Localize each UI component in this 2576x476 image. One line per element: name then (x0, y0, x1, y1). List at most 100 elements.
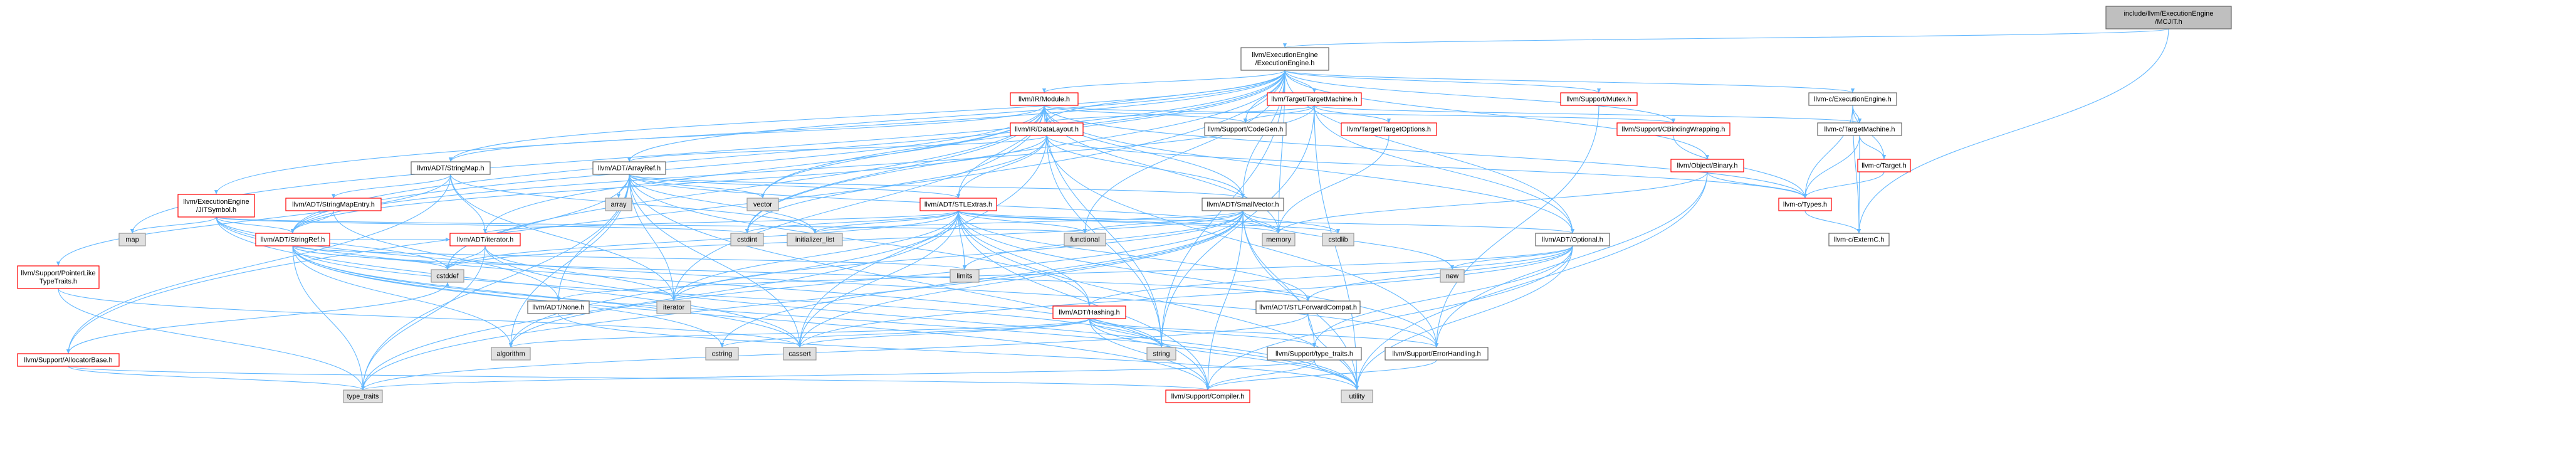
node-targetmachine[interactable]: llvm/Target/TargetMachine.h (1267, 92, 1362, 106)
node-stringmap[interactable]: llvm/ADT/StringMap.h (411, 161, 491, 175)
node-cstdlib: cstdlib (1322, 233, 1354, 246)
node-irmodule[interactable]: llvm/IR/Module.h (1010, 92, 1079, 106)
node-cee[interactable]: llvm-c/ExecutionEngine.h (1808, 92, 1897, 106)
node-box-none (527, 300, 590, 314)
node-utility: utility (1341, 389, 1373, 403)
node-ee[interactable]: llvm/ExecutionEngine/ExecutionEngine.h (1240, 47, 1329, 71)
node-hashing[interactable]: llvm/ADT/Hashing.h (1052, 305, 1126, 319)
node-arrayref[interactable]: llvm/ADT/ArrayRef.h (592, 161, 666, 175)
node-compiler[interactable]: llvm/Support/Compiler.h (1165, 389, 1250, 403)
edge-irmodule-to-smallvector (1044, 105, 1245, 199)
node-label-memory-0: memory (1266, 236, 1291, 244)
node-objbinary[interactable]: llvm/Object/Binary.h (1670, 159, 1744, 172)
node-errorhandling[interactable]: llvm/Support/ErrorHandling.h (1385, 347, 1489, 361)
node-box-hashing (1052, 305, 1126, 319)
node-stlextras[interactable]: llvm/ADT/STLExtras.h (919, 198, 997, 211)
node-cexternc[interactable]: llvm-c/ExternC.h (1828, 233, 1890, 246)
edge-smallvector-to-compiler (1205, 210, 1243, 391)
node-stringref[interactable]: llvm/ADT/StringRef.h (255, 233, 330, 246)
node-label-none-0: llvm/ADT/None.h (532, 304, 584, 312)
node-label-functional-0: functional (1070, 236, 1099, 244)
node-ctarget[interactable]: llvm-c/Target.h (1857, 159, 1911, 172)
node-label-codegen-0: llvm/Support/CodeGen.h (1208, 126, 1283, 134)
node-box-typetraitsh (1267, 347, 1362, 361)
node-targetoptions[interactable]: llvm/Target/TargetOptions.h (1341, 122, 1437, 136)
node-memory: memory (1262, 233, 1296, 246)
node-label-objbinary-0: llvm/Object/Binary.h (1677, 162, 1738, 170)
edge-irmodule-to-iterator (671, 105, 1045, 302)
node-label-ctargetmachine-0: llvm-c/TargetMachine.h (1824, 126, 1895, 134)
node-datalayout[interactable]: llvm/IR/DataLayout.h (1010, 122, 1084, 136)
node-jitsymbol[interactable]: llvm/ExecutionEngine/JITSymbol.h (177, 194, 255, 218)
edge-targetmachine-to-codegen (1243, 105, 1315, 124)
node-box-limits (950, 269, 980, 283)
node-stlfwd[interactable]: llvm/ADT/STLForwardCompat.h (1255, 300, 1361, 314)
node-mutex[interactable]: llvm/Support/Mutex.h (1560, 92, 1638, 106)
node-label-stringmap-0: llvm/ADT/StringMap.h (417, 165, 484, 172)
node-label-pointerlike-0: llvm/Support/PointerLike (21, 270, 95, 277)
node-typetraitsh[interactable]: llvm/Support/type_traits.h (1267, 347, 1362, 361)
node-label-errorhandling-0: llvm/Support/ErrorHandling.h (1392, 351, 1480, 358)
edge-root-to-cexternc (1856, 28, 2169, 234)
node-string: string (1146, 347, 1176, 361)
edge-ee-to-cee (1284, 70, 1855, 93)
edge-arrayref-to-none (556, 174, 630, 302)
node-optional[interactable]: llvm/ADT/Optional.h (1535, 233, 1610, 246)
edge-irmodule-to-codegen (1044, 105, 1247, 124)
node-box-ctypes (1778, 198, 1832, 211)
edge-stlextras-to-iterator (671, 210, 959, 302)
node-box-ctarget (1857, 159, 1911, 172)
node-ctypes[interactable]: llvm-c/Types.h (1778, 198, 1832, 211)
node-cstring: cstring (705, 347, 739, 361)
node-codegen[interactable]: llvm/Support/CodeGen.h (1204, 122, 1287, 136)
node-smallvector[interactable]: llvm/ADT/SmallVector.h (1202, 198, 1284, 211)
node-label-optional-0: llvm/ADT/Optional.h (1542, 236, 1603, 244)
edge-ee-to-targetmachine (1284, 70, 1317, 93)
node-label-initlist-0: initializer_list (795, 236, 834, 244)
node-label-ee-1: /ExecutionEngine.h (1255, 60, 1315, 67)
edge-optional-to-utility (1354, 245, 1573, 391)
edge-irmodule-to-cstdint (745, 105, 1045, 234)
edge-smallvector-to-cassert (797, 210, 1243, 348)
edge-allocbase-to-compiler (68, 366, 1210, 391)
edge-stringref-to-string (292, 245, 1163, 348)
node-box-arrayref (592, 161, 666, 175)
edge-targetoptions-to-memory (1276, 135, 1390, 234)
edge-stlextras-to-initlist (813, 210, 959, 234)
node-label-cstring-0: cstring (712, 351, 732, 358)
node-label-stringmapentry-0: llvm/ADT/StringMapEntry.h (292, 201, 375, 209)
edge-stlextras-to-iteratorh (483, 210, 959, 234)
edge-smallvector-to-cstring (720, 210, 1243, 348)
edge-irmodule-to-stringmap (449, 105, 1045, 162)
edge-hashing-to-errorhandling (1089, 318, 1438, 348)
node-root[interactable]: include/llvm/ExecutionEngine/MCJIT.h (2105, 6, 2232, 29)
node-label-datalayout-0: llvm/IR/DataLayout.h (1015, 126, 1079, 134)
node-box-stringmap (411, 161, 491, 175)
node-none[interactable]: llvm/ADT/None.h (527, 300, 590, 314)
edge-stlextras-to-limits (958, 210, 967, 270)
node-label-algorithm-0: algorithm (496, 351, 525, 358)
node-label-vector-0: vector (753, 201, 772, 209)
node-label-pointerlike-1: TypeTraits.h (39, 278, 77, 285)
node-label-stringref-0: llvm/ADT/StringRef.h (261, 236, 325, 244)
edge-stringref-to-limits (292, 245, 966, 270)
node-allocbase[interactable]: llvm/Support/AllocatorBase.h (17, 353, 120, 367)
node-iteratorh[interactable]: llvm/ADT/iterator.h (449, 233, 521, 246)
node-label-utility-0: utility (1349, 393, 1365, 401)
node-box-irmodule (1010, 92, 1079, 106)
node-box-typetraits (343, 389, 383, 403)
edge-stringref-to-utility (292, 245, 1359, 391)
edge-arrayref-to-smallvector (629, 174, 1245, 199)
edge-jitsymbol-to-cstddef (216, 216, 450, 270)
edge-stringmap-to-allocbase (66, 174, 451, 354)
node-label-new-0: new (1446, 273, 1458, 280)
edge-objbinary-to-utility (1354, 171, 1708, 391)
node-stringmapentry[interactable]: llvm/ADT/StringMapEntry.h (285, 198, 382, 211)
node-iterator: iterator (656, 300, 691, 314)
edge-ctargetmachine-to-ctarget (1859, 135, 1887, 160)
node-box-algorithm (491, 347, 531, 361)
node-cbinding[interactable]: llvm/Support/CBindingWrapping.h (1616, 122, 1730, 136)
edge-stringref-to-cstring (292, 245, 725, 348)
node-ctargetmachine[interactable]: llvm-c/TargetMachine.h (1817, 122, 1902, 136)
